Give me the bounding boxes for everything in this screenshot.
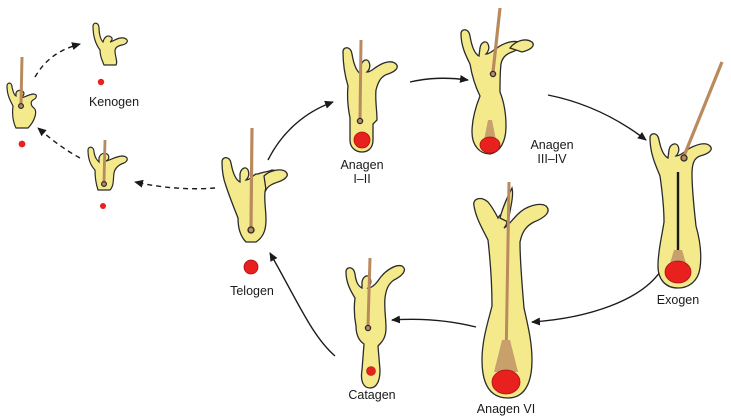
side-follicle-left — [6, 56, 37, 129]
arrow-small-follicle-to-kenogen — [34, 42, 81, 78]
label-exogen: Exogen — [640, 293, 716, 307]
telogen-follicle — [221, 127, 288, 243]
telogen-papilla — [243, 259, 259, 275]
label-anagen34-line2: III–IV — [537, 152, 567, 166]
arrow-side-to-small-follicle — [37, 127, 81, 159]
anagen12-follicle — [342, 39, 398, 153]
side-follicle-middle — [87, 139, 128, 191]
label-anagen12: Anagen I–II — [326, 158, 398, 186]
anagen6-follicle — [473, 181, 549, 399]
catagen-papilla — [366, 366, 376, 376]
label-kenogen: Kenogen — [76, 95, 152, 109]
anagen34-papilla — [479, 136, 501, 154]
label-anagen6: Anagen VI — [464, 402, 548, 416]
label-anagen6-line1: Anagen VI — [476, 402, 536, 416]
label-anagen12-line1: Anagen — [340, 158, 384, 172]
kenogen-follicle — [92, 22, 128, 66]
side-follicle-middle-papilla — [100, 203, 106, 209]
exogen-follicle — [649, 61, 724, 289]
label-anagen12-line2: I–II — [353, 172, 371, 186]
kenogen-papilla — [97, 78, 105, 86]
cycle-arrows — [267, 74, 661, 357]
anagen12-papilla — [353, 131, 371, 149]
label-telogen: Telogen — [214, 284, 290, 298]
label-catagen: Catagen — [334, 388, 410, 402]
anagen6-papilla — [491, 369, 521, 395]
label-kenogen-line1: Kenogen — [88, 95, 140, 109]
arrow-telogen-to-side — [134, 179, 216, 190]
side-follicle-left-papilla — [18, 140, 26, 148]
arrow-anagen12-to-anagen34 — [409, 74, 469, 83]
arrow-anagen34-to-exogen — [547, 94, 647, 141]
label-catagen-line1: Catagen — [348, 388, 396, 402]
label-anagen34: Anagen III–IV — [514, 138, 590, 166]
arrow-telogen-to-anagen12 — [267, 100, 334, 161]
exogen-papilla — [664, 260, 692, 284]
dashed-arrows — [34, 42, 216, 190]
label-exogen-line1: Exogen — [656, 293, 700, 307]
anagen34-follicle — [460, 7, 534, 155]
arrow-exogen-to-anagen6 — [531, 271, 661, 326]
arrow-catagen-to-telogen — [269, 252, 336, 357]
label-anagen34-line1: Anagen — [530, 138, 574, 152]
catagen-follicle — [345, 257, 406, 389]
label-telogen-line1: Telogen — [230, 284, 274, 298]
arrow-anagen6-to-catagen — [391, 315, 477, 328]
